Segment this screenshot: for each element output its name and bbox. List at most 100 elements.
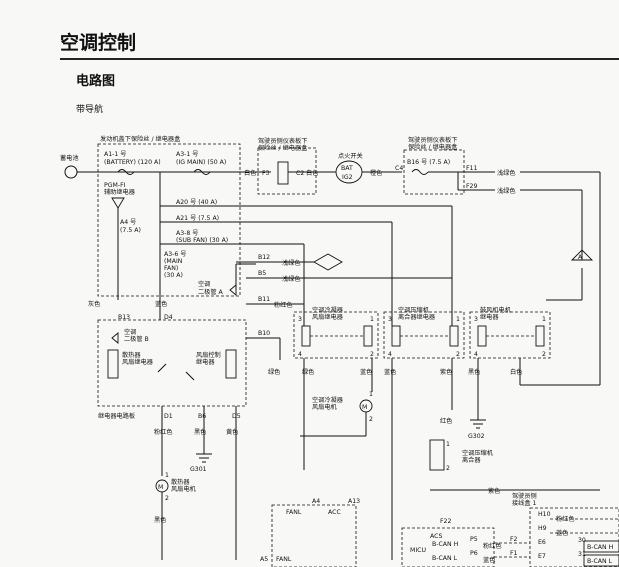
- section-rule: [60, 58, 619, 60]
- wire-color-black-3: 黑色: [468, 368, 480, 376]
- relay-board-outline: [97, 319, 247, 407]
- fuse-a3-rating: (IG MAIN) (50 A): [176, 159, 226, 166]
- g301-label: G301: [190, 466, 207, 473]
- svg-text:3: 3: [388, 316, 392, 323]
- pcm-box: [271, 504, 357, 567]
- battery-label: 蓄电池: [60, 154, 79, 162]
- fan-ctrl-relay-coil: [225, 349, 237, 379]
- svg-text:1: 1: [446, 441, 450, 448]
- radiator-motor-label: 散热器: [171, 478, 190, 486]
- micu-label: MICU: [410, 547, 426, 554]
- connector-a-1: [313, 253, 343, 271]
- pin-31: 31: [578, 551, 586, 558]
- diagram-heading: 电路图: [76, 74, 116, 89]
- pin-a4: A4: [312, 498, 320, 505]
- junction-wire-pink: 粉红色: [556, 515, 575, 523]
- compressor-clutch-label-b: 离合器: [462, 456, 481, 464]
- pin-f11: F11: [466, 165, 477, 172]
- pin-e6: E6: [538, 539, 546, 546]
- fuse-a1-label: A1-1 号: [104, 151, 127, 158]
- wire-color-lgreen-4: 浅绿色: [282, 275, 301, 283]
- svg-text:4: 4: [474, 351, 478, 358]
- diode-b-symbol: [111, 332, 119, 344]
- fuse-a4-rating: (7.5 A): [120, 227, 141, 234]
- diode-a-label: 空调: [198, 280, 210, 288]
- junction-label-b: 接线盒 1: [512, 499, 537, 507]
- engine-fuse-box-outline: [97, 143, 241, 297]
- pin-b13: B13: [118, 314, 130, 321]
- pcm-fanl-2: FANL: [276, 556, 292, 563]
- wire-color-purple-2: 紫色: [488, 487, 500, 495]
- wire-color-blue: 蓝色: [155, 300, 167, 308]
- pcm-acc: ACC: [328, 509, 341, 516]
- svg-text:1: 1: [165, 472, 169, 479]
- diode-a-label-b: 二极管 A: [198, 288, 224, 296]
- fuse-a1-rating: (BATTERY) (120 A): [104, 159, 161, 166]
- micu-acs: ACS: [430, 533, 442, 540]
- svg-text:2: 2: [165, 495, 169, 502]
- radiator-relay-coil: [107, 349, 119, 379]
- fuse-a21-label: A21 号 (7.5 A): [176, 215, 219, 222]
- wire-color-white: 白色: [244, 169, 256, 177]
- compressor-clutch: [429, 439, 445, 471]
- svg-text:3: 3: [474, 316, 478, 323]
- fan-ctrl-relay-label: 风扇控制: [196, 351, 221, 359]
- pin-c4: C4: [395, 165, 403, 172]
- pin-a13: A13: [348, 498, 360, 505]
- pin-f3: F3: [262, 170, 270, 177]
- junction-label: 驾驶员侧: [512, 492, 537, 500]
- blower-relay-label: 鼓风机电机: [480, 306, 512, 314]
- fuse-a3-label: A3-1 号: [176, 151, 199, 158]
- fuse-a4-label: A4 号: [120, 219, 136, 226]
- engine-fuse-box-title: 发动机盖下保险丝 / 继电器盒: [100, 135, 181, 143]
- svg-text:M: M: [158, 484, 163, 491]
- wire-color-black: 黑色: [194, 428, 206, 436]
- pin-p5: P5: [470, 536, 478, 543]
- pin-b11: B11: [258, 296, 270, 303]
- fuse-b16-label: B16 号 (7.5 A): [407, 159, 450, 166]
- fuse-a38-rating: (SUB FAN) (30 A): [176, 237, 228, 244]
- junction-wire-blue: 蓝色: [556, 529, 568, 537]
- condenser-motor-label: 空调冷凝器: [312, 396, 344, 404]
- fuse-a36-b: (MAIN: [164, 258, 183, 265]
- bcan-h-out: B-CAN H: [587, 544, 614, 551]
- svg-text:2: 2: [446, 465, 450, 472]
- svg-text:A: A: [578, 254, 583, 261]
- compressor-relay-box: [383, 311, 465, 359]
- svg-text:2: 2: [542, 351, 546, 358]
- pin-f1: F1: [510, 550, 518, 557]
- svg-text:1: 1: [369, 391, 373, 398]
- wire-color-blue-3: 蓝色: [384, 368, 396, 376]
- pin-b10: B10: [258, 330, 270, 337]
- pin-a5: A5: [260, 556, 268, 563]
- wire-color-lgreen: 浅绿色: [497, 169, 516, 177]
- wire-color-black-2: 黑色: [154, 516, 166, 524]
- wire-color-lgreen-2: 浅绿色: [497, 187, 516, 195]
- pin-f29: F29: [466, 183, 477, 190]
- wire-color-white-3: 白色: [510, 368, 522, 376]
- svg-text:1: 1: [370, 316, 374, 323]
- radiator-relay-label-b: 风扇继电器: [122, 358, 154, 366]
- diode-a-symbol: [229, 284, 237, 296]
- bcan-l-out: B-CAN L: [587, 558, 613, 565]
- bcan-l-connector: [583, 554, 619, 567]
- svg-text:1: 1: [456, 316, 460, 323]
- blower-relay-label-b: 继电器: [480, 313, 499, 321]
- fuse-a20-label: A20 号 (40 A): [176, 199, 217, 206]
- wire-color-pink-3: 粉红色: [483, 542, 502, 550]
- wire-color-purple: 紫色: [440, 368, 452, 376]
- pin-p6: P6: [470, 550, 478, 557]
- fan-ctrl-relay-label-b: 继电器: [196, 358, 215, 366]
- relay-board-label: 继电器电路板: [98, 412, 135, 420]
- wire-color-blue-4: 蓝色: [483, 556, 495, 564]
- pin-c2: C2: [296, 170, 304, 177]
- dash-box-left-label-b: 保险丝 / 继电器盒: [258, 144, 308, 152]
- wire-color-green-2: 绿色: [302, 368, 314, 376]
- wire-color-red: 红色: [440, 417, 452, 425]
- pin-d4: D4: [164, 314, 173, 321]
- ground-g301: [196, 453, 212, 463]
- condenser-relay-label-b: 风扇继电器: [312, 313, 344, 321]
- ignition-switch-label: 点火开关: [338, 152, 363, 160]
- condenser-relay-label: 空调冷凝器: [312, 306, 344, 314]
